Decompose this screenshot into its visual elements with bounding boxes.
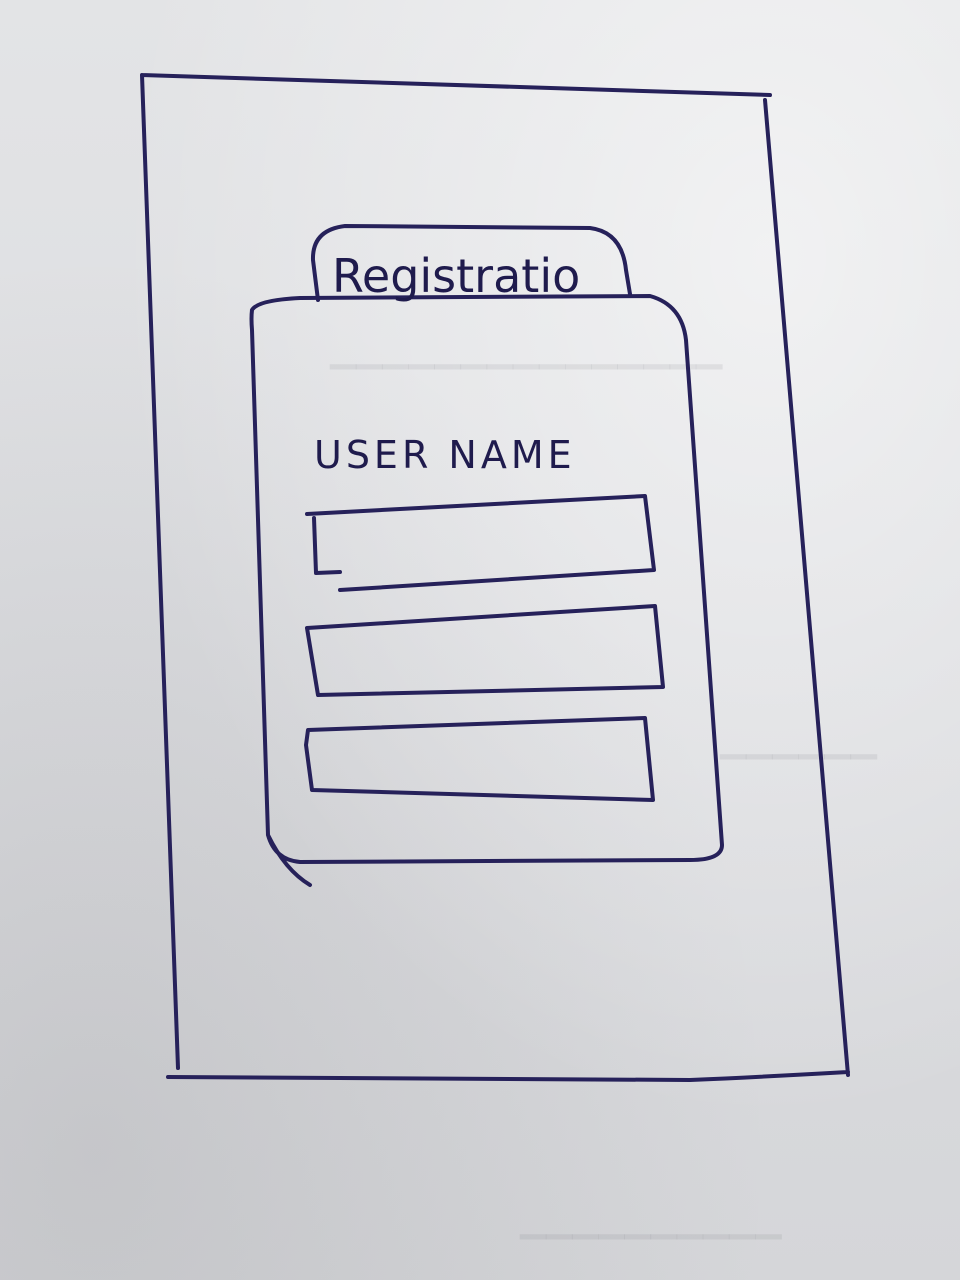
third-input[interactable] xyxy=(314,736,646,788)
username-label: USER NAME xyxy=(314,433,576,477)
input-outline-3 xyxy=(304,716,655,802)
form-card xyxy=(249,294,724,887)
input-outline-1 xyxy=(305,494,656,592)
username-input[interactable] xyxy=(318,522,642,570)
device-frame xyxy=(140,73,850,1082)
tab-outline xyxy=(310,224,632,302)
second-input[interactable] xyxy=(314,634,656,686)
input-outline-2 xyxy=(305,604,665,697)
registration-tab-label[interactable]: Registratio xyxy=(332,249,580,303)
